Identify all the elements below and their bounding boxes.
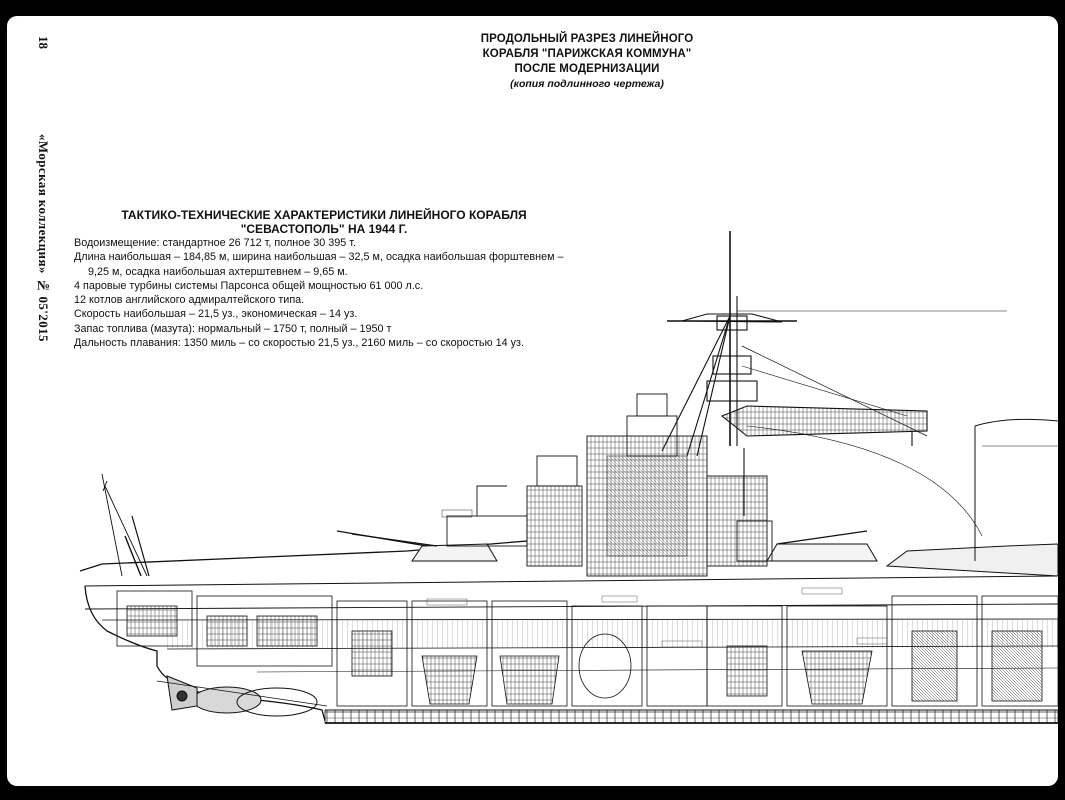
spec-draught: 9,25 м, осадка наибольшая ахтерштевнем –…: [88, 265, 348, 278]
section-labels: [426, 509, 888, 648]
internal-compartments: [116, 590, 1058, 707]
double-bottom: [324, 709, 1058, 724]
page-number: 18: [36, 36, 51, 49]
funnel: [974, 418, 1058, 561]
drawing-subtitle: (копия подлинного чертежа): [510, 78, 664, 90]
drawing-title: ПРОДОЛЬНЫЙ РАЗРЕЗ ЛИНЕЙНОГО КОРАБЛЯ "ПАР…: [412, 32, 762, 91]
drawing-title-line-2: КОРАБЛЯ "ПАРИЖСКАЯ КОММУНА": [482, 48, 692, 60]
spec-speed: Скорость наибольшая – 21,5 уз., экономич…: [74, 308, 358, 321]
specifications-heading-line-2: "СЕВАСТОПОЛЬ" НА 1944 Г.: [240, 222, 408, 236]
propeller-and-shafts: [156, 675, 328, 717]
spec-boilers: 12 котлов английского адмиралтейского ти…: [74, 294, 305, 307]
drawing-title-line-3: ПОСЛЕ МОДЕРНИЗАЦИИ: [514, 63, 660, 75]
drawing-title-line-1: ПРОДОЛЬНЫЙ РАЗРЕЗ ЛИНЕЙНОГО: [480, 33, 694, 45]
superstructure: [446, 393, 773, 577]
gun-turrets: [336, 530, 1058, 577]
specifications-block: ТАКТИКО-ТЕХНИЧЕСКИЕ ХАРАКТЕРИСТИКИ ЛИНЕЙ…: [74, 208, 634, 350]
spec-turbines: 4 паровые турбины системы Парсонса общей…: [74, 279, 424, 292]
spec-range: Дальность плавания: 1350 миль – со скоро…: [74, 337, 525, 350]
journal-running-title: «Морская коллекция» № 05'2015: [36, 134, 51, 342]
mast-and-crane: [661, 231, 1007, 537]
rigging: [101, 473, 150, 577]
ship-longitudinal-section-drawing: [79, 231, 1058, 724]
spec-displacement: Водоизмещение: стандартное 26 712 т, пол…: [74, 237, 357, 249]
magazine-page: 18 «Морская коллекция» № 05'2015 ПРОДОЛЬ…: [7, 16, 1058, 786]
spec-dimensions: Длина наибольшая – 184,85 м, ширина наиб…: [74, 251, 564, 264]
specifications-heading-line-1: ТАКТИКО-ТЕХНИЧЕСКИЕ ХАРАКТЕРИСТИКИ ЛИНЕЙ…: [121, 208, 527, 222]
spec-fuel: Запас топлива (мазута): нормальный – 175…: [74, 322, 392, 335]
